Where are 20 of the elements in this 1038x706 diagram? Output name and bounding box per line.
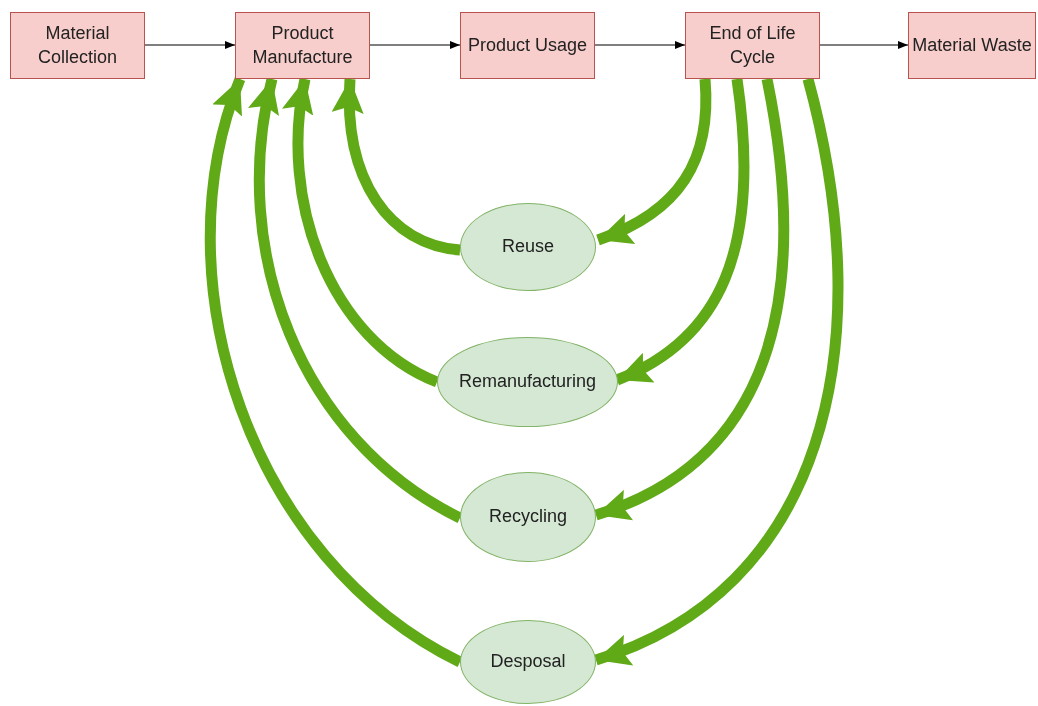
process-box: Material Collection: [10, 12, 145, 79]
curved-arrow: [594, 77, 844, 666]
process-ellipse: Reuse: [460, 203, 596, 291]
curved-arrow: [333, 78, 461, 256]
process-ellipse: Recycling: [460, 472, 596, 562]
arrow: [369, 41, 461, 49]
process-box: End of Life Cycle: [685, 12, 820, 79]
process-box: Product Manufacture: [235, 12, 370, 79]
curved-arrow: [204, 77, 463, 667]
curved-arrow: [283, 78, 440, 387]
curved-arrow: [594, 78, 790, 521]
process-box: Material Waste: [908, 12, 1036, 79]
arrow: [594, 41, 686, 49]
arrow: [144, 41, 236, 49]
process-box: Product Usage: [460, 12, 595, 79]
arrow: [819, 41, 909, 49]
process-ellipse: Desposal: [460, 620, 596, 704]
process-ellipse: Remanufacturing: [437, 337, 618, 427]
curved-arrow: [596, 78, 712, 246]
curved-arrow: [249, 77, 463, 523]
